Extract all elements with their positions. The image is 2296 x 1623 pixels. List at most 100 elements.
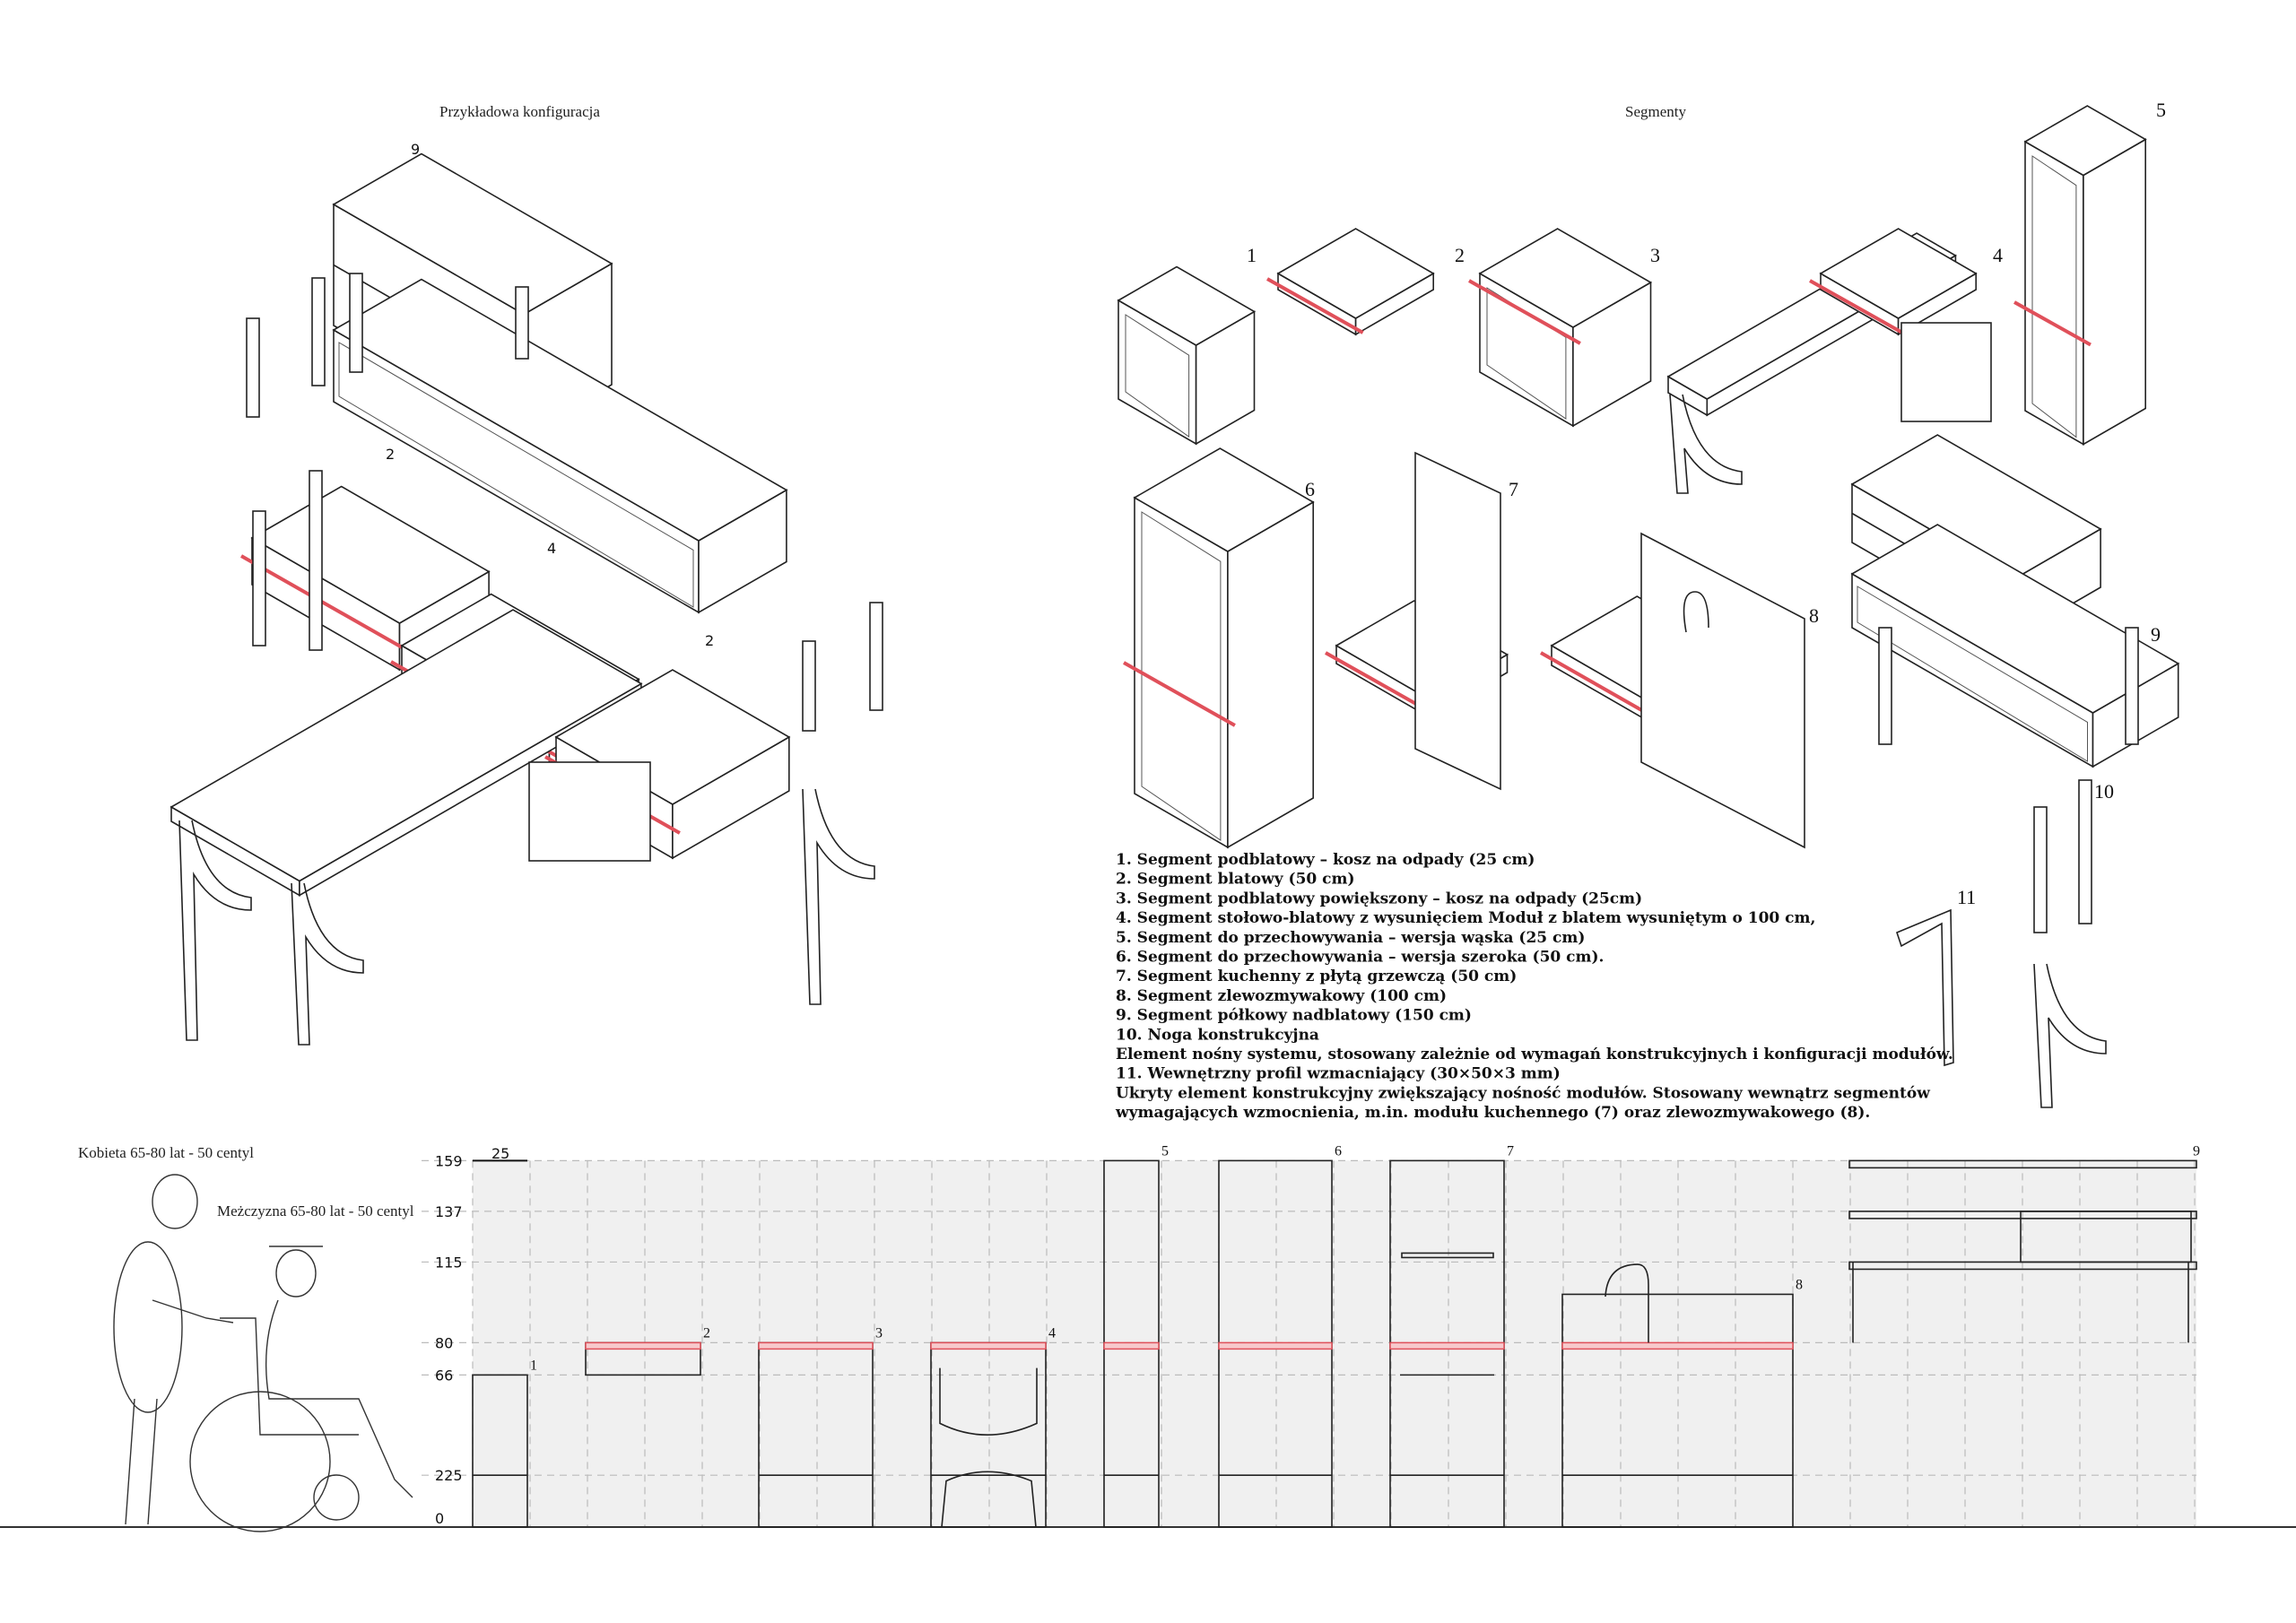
elevation-label-3: 3	[875, 1325, 883, 1341]
woman-limbs	[125, 1299, 234, 1525]
segment-label-9: 9	[2151, 623, 2161, 646]
leg-outline	[178, 820, 252, 1041]
elevation-label-8: 8	[1796, 1277, 1803, 1292]
config-label-9: 9	[411, 141, 420, 158]
man-body	[265, 1245, 413, 1498]
woman-label: Kobieta 65-80 lat - 50 centyl	[78, 1144, 254, 1161]
leg-post	[2125, 627, 2139, 745]
segment-label-2: 2	[1455, 244, 1465, 266]
red-handle	[1809, 279, 1907, 336]
red-worktop-band	[1103, 1341, 1160, 1350]
top-face	[1850, 524, 2180, 714]
segment-label-10: 10	[2094, 780, 2114, 803]
leg-post	[1878, 627, 1892, 745]
top-face	[1478, 228, 1653, 328]
height-tick-label: 0	[435, 1510, 444, 1527]
legend-item: 3. Segment podblatowy powiększony – kosz…	[1116, 890, 1642, 907]
legend-item: 2. Segment blatowy (50 cm)	[1116, 871, 1355, 889]
segment-8-backpanel	[1640, 532, 1805, 849]
height-tick-label: 225	[435, 1467, 463, 1484]
leg-post	[311, 277, 326, 386]
elevation-label-2: 2	[703, 1325, 710, 1341]
red-worktop-band	[930, 1341, 1047, 1350]
legend-item: Ukryty element konstrukcyjny zwiększając…	[1116, 1084, 1930, 1102]
top-face	[1276, 228, 1435, 319]
human-figures	[113, 1174, 413, 1532]
door-outline	[1125, 314, 1190, 438]
segment-1	[1117, 265, 1257, 446]
front-face	[1134, 496, 1229, 849]
side-face	[2083, 138, 2146, 446]
leg-outline	[291, 882, 364, 1046]
faucet-elevation	[1605, 1263, 1649, 1343]
elevation-module-8	[1561, 1293, 1794, 1528]
leg-post	[869, 602, 883, 711]
legend-item: wymagających wzmocnienia, m.in. modułu k…	[1115, 1104, 1870, 1122]
leg-post	[2078, 779, 2092, 924]
shelf-9-top	[1848, 1159, 2197, 1169]
table-leg	[2033, 963, 2107, 1108]
legend-item: 8. Segment zlewozmywakowy (100 cm)	[1116, 987, 1447, 1005]
legend-item: 11. Wewnętrzny profil wzmacniający (30×5…	[1116, 1065, 1561, 1083]
legend-item: 4. Segment stołowo-blatowy z wysunięciem…	[1116, 909, 1815, 927]
segments-title: Segmenty	[1625, 103, 1686, 120]
legend-item: Element nośny systemu, stosowany zależni…	[1116, 1046, 1953, 1063]
elevation-background	[473, 1160, 2196, 1527]
legend-item: 6. Segment do przechowywania – wersja sz…	[1116, 949, 1604, 967]
height-tick-label: 66	[435, 1367, 453, 1384]
lower-cabinet	[528, 761, 651, 862]
door-outline	[1141, 511, 1222, 841]
isometric-drawings	[170, 105, 2180, 1108]
segment-label-11: 11	[1957, 886, 1976, 908]
red-handle	[1123, 661, 1236, 727]
elevation-label-4: 4	[1048, 1325, 1056, 1341]
top-face	[1133, 447, 1315, 552]
segment-5	[2013, 105, 2147, 446]
segment-label-8: 8	[1809, 604, 1819, 627]
segment-labels: 1 2 3 4 5 6 7 8 9 10 11	[1247, 99, 2166, 908]
man-head	[275, 1249, 317, 1298]
top-face	[332, 152, 613, 316]
wheelchair-frame	[220, 1317, 359, 1436]
leg-outline	[1669, 394, 1743, 494]
elevation-label-6: 6	[1335, 1143, 1342, 1159]
elevation-label-7: 7	[1507, 1143, 1514, 1159]
shelf-9-doors	[2020, 1211, 2192, 1263]
red-worktop-band	[1218, 1341, 1333, 1350]
config-labels: 9 2 4 2	[386, 141, 714, 649]
leg-post	[246, 317, 260, 418]
red-worktop-band	[758, 1341, 874, 1350]
woman-torso	[113, 1241, 183, 1413]
table-leg	[178, 820, 252, 1041]
segment-label-6: 6	[1305, 478, 1315, 500]
top-face	[2023, 105, 2147, 177]
height-tick-label: 137	[435, 1203, 463, 1220]
red-handle	[1468, 279, 1581, 345]
height-tick-label: 159	[435, 1152, 463, 1169]
red-handle	[2013, 300, 2092, 347]
top-face	[1819, 228, 1978, 319]
segment-label-4: 4	[1993, 244, 2003, 266]
legend-item: 5. Segment do przechowywania – wersja wą…	[1116, 929, 1585, 947]
segment-2	[1266, 228, 1435, 336]
leg-post	[349, 273, 363, 373]
elevation-label-5: 5	[1161, 1143, 1169, 1159]
segment-label-7: 7	[1509, 478, 1518, 500]
elevation-label-1: 1	[530, 1358, 537, 1373]
shelf-unit-9-lower	[332, 278, 788, 614]
height-tick-label: 80	[435, 1334, 453, 1351]
segment-label-3: 3	[1650, 244, 1660, 266]
elevation-label-9: 9	[2193, 1143, 2200, 1159]
legend-item: 9. Segment półkowy nadblatowy (150 cm)	[1116, 1007, 1472, 1025]
config-label-2b: 2	[705, 632, 714, 649]
wheelchair-caster	[313, 1474, 360, 1521]
segment-4-support	[1900, 322, 1992, 422]
door-outline	[1857, 586, 2088, 762]
front-face	[2024, 140, 2084, 446]
legend-item: 1. Segment podblatowy – kosz na odpady (…	[1116, 851, 1535, 869]
red-handle	[1266, 277, 1364, 334]
segment-6	[1123, 447, 1315, 849]
segment-4	[1809, 228, 1978, 336]
